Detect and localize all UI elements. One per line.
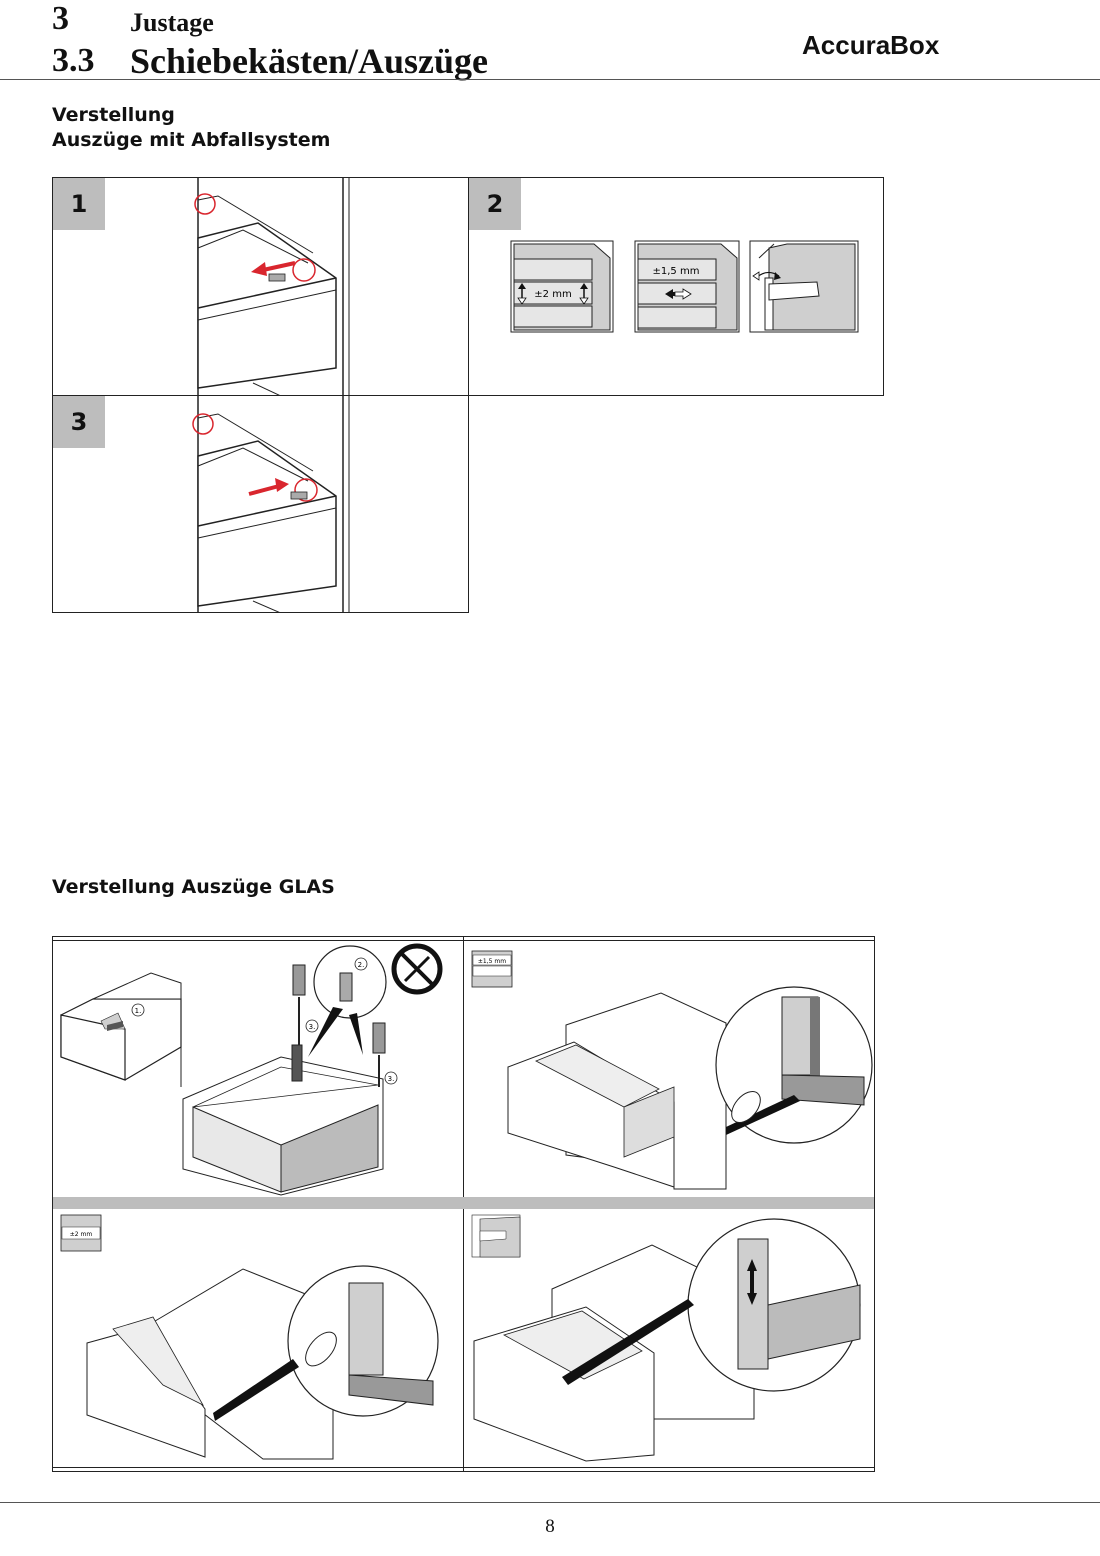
tilt-arrow-icon xyxy=(752,271,781,281)
glas-height-label: ±2 mm xyxy=(70,1231,93,1238)
section1-heading-line1: Verstellung xyxy=(52,104,175,126)
glas-grid: 1. 3. 3. 2. ±1,5 mm xyxy=(52,936,875,1472)
callout-1: 1. xyxy=(135,1007,142,1015)
footer-rule xyxy=(0,1502,1100,1503)
section-title: Schiebekästen/Auszüge xyxy=(130,41,489,81)
step2-panel: 2 ±2 mm ±1,5 mm xyxy=(468,177,884,396)
glas-tilt-adjust-illustration xyxy=(471,1214,861,1462)
step1-panel: 1 xyxy=(52,177,469,396)
step1-number: 1 xyxy=(53,178,105,230)
no-tools-icon xyxy=(391,943,443,995)
step3-number: 3 xyxy=(53,396,105,448)
step1-illustration xyxy=(194,178,350,395)
glas-side-adjust-illustration: ±1,5 mm xyxy=(471,950,873,1190)
section-number: 3.3 xyxy=(52,42,95,79)
callout-3a: 3. xyxy=(309,1023,316,1031)
step2-number: 2 xyxy=(469,178,521,230)
step2-diagrams: ±2 mm ±1,5 mm xyxy=(510,240,859,333)
height-adjust-label: ±2 mm xyxy=(534,289,571,300)
step3-illustration xyxy=(192,396,350,612)
chapter-title: Justage xyxy=(130,8,214,37)
step3-panel: 3 xyxy=(52,395,469,613)
callout-2: 2. xyxy=(358,961,365,969)
brand-logo: AccuraBox xyxy=(802,30,940,60)
callout-3b: 3. xyxy=(388,1075,395,1083)
updown-arrow-icon xyxy=(747,1259,757,1305)
glas-height-adjust-illustration: ±2 mm xyxy=(60,1214,439,1460)
leftright-arrow-icon xyxy=(665,288,692,300)
section1-heading-line2: Auszüge mit Abfallsystem xyxy=(52,129,331,151)
chapter-number: 3 xyxy=(52,0,69,37)
page-number: 8 xyxy=(545,1516,555,1537)
section2-heading: Verstellung Auszüge GLAS xyxy=(52,876,335,898)
header-rule xyxy=(0,79,1100,80)
side-adjust-label: ±1,5 mm xyxy=(653,266,700,277)
updown-arrow-icon xyxy=(517,283,589,305)
glas-side-label: ±1,5 mm xyxy=(478,958,506,965)
glas-removal-illustration: 1. 3. 3. 2. xyxy=(60,943,443,1196)
